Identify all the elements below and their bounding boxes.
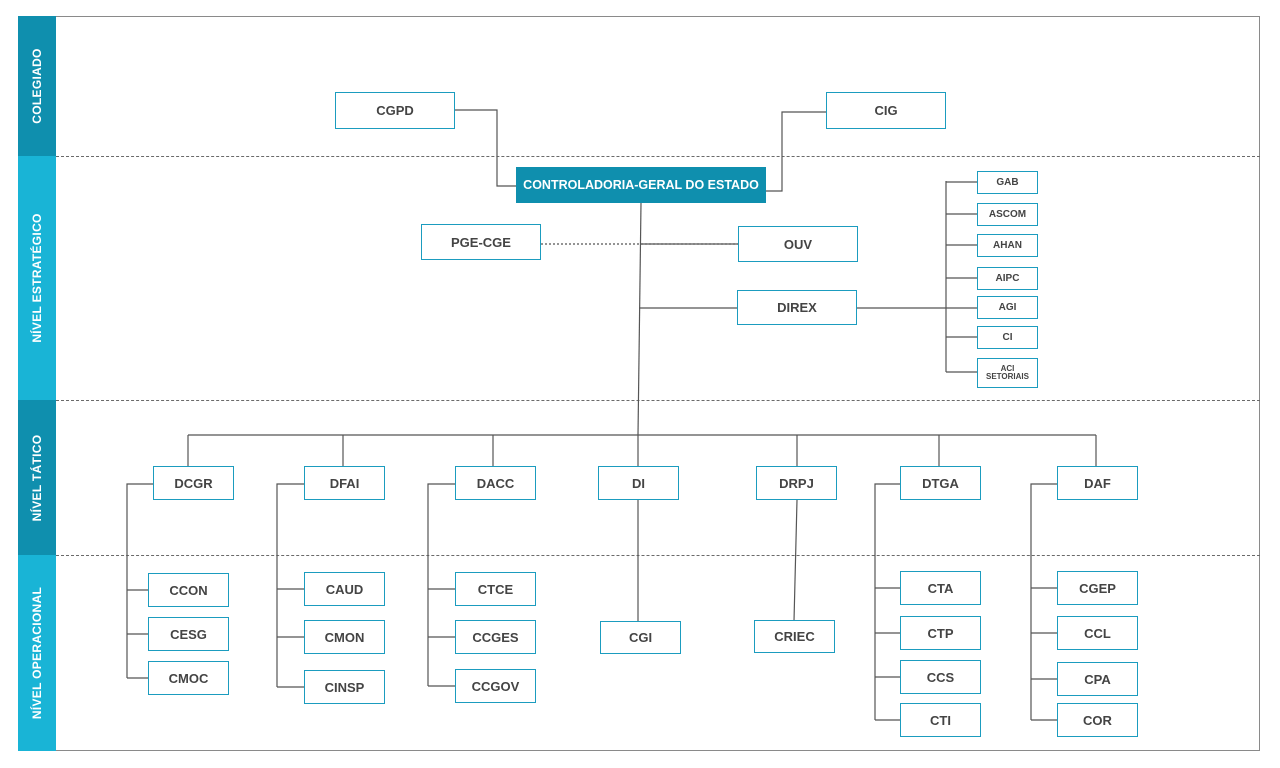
node-cig: CIG xyxy=(826,92,946,129)
node-ci: CI xyxy=(977,326,1038,349)
node-cor: COR xyxy=(1057,703,1138,737)
band-colegiado: COLEGIADO xyxy=(18,16,56,156)
node-ccgov: CCGOV xyxy=(455,669,536,703)
node-ctce: CTCE xyxy=(455,572,536,606)
node-ccs: CCS xyxy=(900,660,981,694)
separator-colegiado-estrategico xyxy=(56,156,1260,157)
node-cesg: CESG xyxy=(148,617,229,651)
node-criec: CRIEC xyxy=(754,620,835,653)
node-cgi: CGI xyxy=(600,621,681,654)
node-cta: CTA xyxy=(900,571,981,605)
node-dacc: DACC xyxy=(455,466,536,500)
trunk-line xyxy=(637,202,642,436)
node-ctp: CTP xyxy=(900,616,981,650)
band-operacional: NÍVEL OPERACIONAL xyxy=(18,555,56,751)
band-tatico: NÍVEL TÁTICO xyxy=(18,400,56,555)
node-cti: CTI xyxy=(900,703,981,737)
node-ouv: OUV xyxy=(738,226,858,262)
node-pge-cge: PGE-CGE xyxy=(421,224,541,260)
node-controladoria-geral: CONTROLADORIA-GERAL DO ESTADO xyxy=(516,167,766,203)
node-cmon: CMON xyxy=(304,620,385,654)
node-di: DI xyxy=(598,466,679,500)
node-ahan: AHAN xyxy=(977,234,1038,257)
node-cpa: CPA xyxy=(1057,662,1138,696)
separator-estrategico-tatico xyxy=(56,400,1260,401)
node-daf: DAF xyxy=(1057,466,1138,500)
connector-cgpd-root xyxy=(455,109,516,187)
node-gab: GAB xyxy=(977,171,1038,194)
node-cmoc: CMOC xyxy=(148,661,229,695)
node-dcgr: DCGR xyxy=(153,466,234,500)
node-cgep: CGEP xyxy=(1057,571,1138,605)
node-dtga: DTGA xyxy=(900,466,981,500)
node-aipc: AIPC xyxy=(977,267,1038,290)
band-estrategico: NÍVEL ESTRATÉGICO xyxy=(18,156,56,400)
node-cgpd: CGPD xyxy=(335,92,455,129)
node-drpj: DRPJ xyxy=(756,466,837,500)
connector-cig-root xyxy=(766,111,826,192)
node-dfai: DFAI xyxy=(304,466,385,500)
node-ccon: CCON xyxy=(148,573,229,607)
separator-tatico-operacional xyxy=(56,555,1260,556)
node-ascom: ASCOM xyxy=(977,203,1038,226)
node-cinsp: CINSP xyxy=(304,670,385,704)
node-ccl: CCL xyxy=(1057,616,1138,650)
node-caud: CAUD xyxy=(304,572,385,606)
node-ccges: CCGES xyxy=(455,620,536,654)
node-direx: DIREX xyxy=(737,290,857,325)
node-agi: AGI xyxy=(977,296,1038,319)
